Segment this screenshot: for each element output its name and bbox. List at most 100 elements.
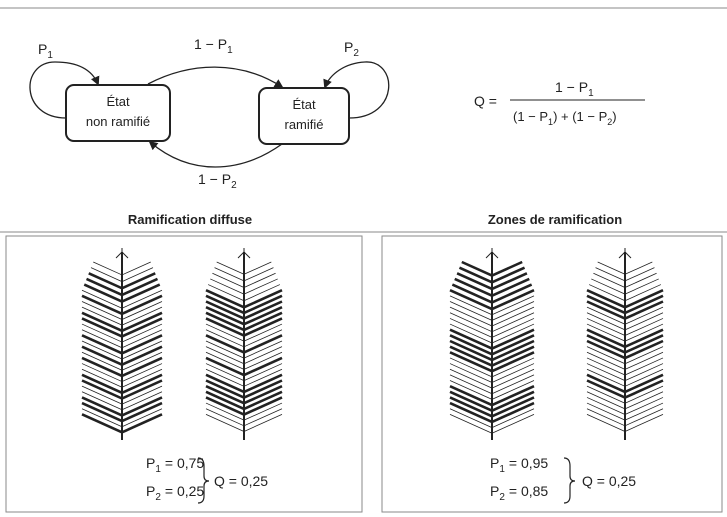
plant-branch [243,356,283,377]
plant-branch [216,261,245,275]
plant-branch [449,351,493,373]
plant-branch [491,277,530,297]
plant-branch [83,283,123,303]
plant-branch [243,267,274,282]
formula-denominator: (1 − P1) + (1 − P2) [513,109,617,127]
plant-branch [81,311,123,332]
plant-branch [205,346,245,365]
plant-branch [586,413,626,432]
plant-branch [243,363,283,382]
plant-branch [205,289,245,309]
plant-branch [586,318,626,336]
plant-branch [624,413,664,432]
plant-branch [491,401,535,424]
plant-branch [81,340,123,360]
plant-branch [449,328,493,350]
plant-branch [595,267,626,282]
plant-branch [207,284,245,302]
left-brace [197,457,210,504]
state-unbranched-line2: non ramifié [86,114,150,129]
plant-branch [243,408,283,427]
plant-branch [458,266,493,284]
self-loop-right-label: P2 [344,39,359,59]
plant-branch [81,373,123,395]
plant-branch [243,413,283,432]
plant-branch [491,260,523,277]
plant-branch [121,379,163,400]
plant-branch [121,391,163,411]
plant-branch [491,390,535,412]
plant-branch [243,323,283,342]
plant-branch [624,318,664,336]
plant-branch [449,289,493,311]
plant-branch [205,408,245,427]
plant-branch [205,396,245,416]
plant-branch [81,356,123,378]
plant-branch [624,300,664,320]
plant-branch [449,413,493,434]
plant-branch [81,301,123,320]
plant-branch [491,318,535,338]
plant-branch [81,351,123,371]
plant-branch [624,267,655,282]
plant-branch [243,300,283,320]
plant-branch [449,408,493,428]
plant-branch [449,323,493,344]
plant-diffuse-b [205,248,283,440]
plant-branch [591,278,626,295]
plant-branch [586,323,626,342]
plant-branch [243,284,281,302]
plant-diffuse-a [81,248,163,440]
plant-branch [121,408,163,428]
plant-branch [81,379,123,400]
plant-branch [121,413,163,434]
plant-branch [491,272,528,291]
plant-apex [491,251,499,259]
plant-branch [121,329,163,349]
plant-branch [121,334,163,355]
plant-branch [121,363,163,382]
plant-branch [243,289,283,309]
plant-apex [485,251,493,259]
plant-branch [491,380,535,400]
plant-branch [121,396,163,417]
plant-branch [624,339,664,360]
plant-branch [205,379,245,399]
plant-branch [586,289,626,309]
plant-branch [586,402,626,421]
plant-branch [491,413,535,434]
plant-branch [243,346,283,365]
plant-branch [205,311,245,332]
plant-branch [491,289,535,311]
plant-branch [624,284,662,302]
plant-branch [624,289,664,309]
plant-branch [593,272,626,288]
plant-branch [243,340,283,359]
plant-branch [456,272,493,291]
plant-branch [81,368,123,388]
plant-branch [624,408,664,427]
plant-branch [205,390,245,411]
left-panel-frame [5,235,363,513]
plant-apex [115,251,123,259]
plant-branch [121,317,163,338]
plant-branch [586,397,626,415]
plant-branch [205,402,245,421]
plant-branch [243,384,283,405]
plant-branch [449,380,493,400]
plant-branch [243,396,283,416]
plant-branch [586,334,626,354]
plant-apex [243,251,251,259]
plant-branch [624,334,664,354]
state-unbranched-line1: État [106,94,130,109]
state-unbranched-box [65,84,171,142]
plant-branch [243,368,283,387]
plant-branch [586,312,626,331]
plant-branch [243,373,283,394]
plant-branch [597,261,626,275]
plant-branch [121,289,163,309]
plant-branch [624,391,664,410]
plant-branch [586,300,626,320]
plant-branch [624,397,664,415]
plant-branch [205,300,245,320]
